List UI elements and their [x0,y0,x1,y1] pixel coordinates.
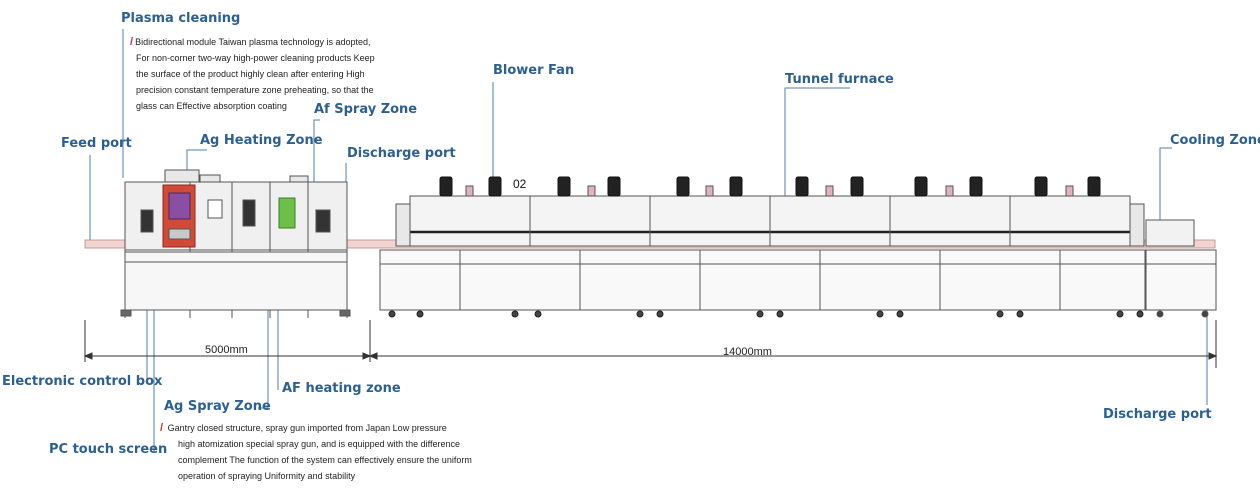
plasma-note-line: glass can Effective absorption coating [136,101,287,111]
blower-fan-label: Blower Fan [493,63,575,78]
spray-note-line: operation of spraying Uniformity and sta… [178,471,356,481]
cooling-zone-unit [1145,219,1217,318]
spray-description: / Gantry closed structure, spray gun imp… [160,420,472,484]
plasma-cleaning-label: Plasma cleaning [121,11,241,26]
coating-module [120,169,351,318]
discharge-port-top-label: Discharge port [347,146,456,161]
dimension-left-label: 5000mm [205,344,248,356]
tunnel-furnace [379,176,1146,318]
plasma-description: /Bidirectional module Taiwan plasma tech… [130,34,375,114]
tunnel-furnace-label: Tunnel furnace [785,72,894,87]
red-slash-icon: / [160,422,164,434]
af-heating-zone-label: AF heating zone [282,381,401,396]
ag-spray-zone-label: Ag Spray Zone [164,399,271,414]
feed-port-label: Feed port [61,136,132,151]
plasma-note-line: precision constant temperature zone preh… [136,85,374,95]
dimension-line [83,320,1218,368]
pc-touch-screen-label: PC touch screen [49,442,168,457]
plasma-note-line: For non-corner two-way high-power cleani… [136,53,375,63]
discharge-port-bottom-label: Discharge port [1103,407,1212,422]
electronic-control-box-label: Electronic control box [2,374,163,389]
af-spray-zone-label: Af Spray Zone [314,102,418,117]
dimension-right-label: 14000mm [723,346,772,358]
plasma-note-line: the surface of the product highly clean … [136,69,365,79]
spray-note-line: / Gantry closed structure, spray gun imp… [160,422,447,434]
spray-note-line: complement The function of the system ca… [178,455,472,465]
cooling-zone-label: Cooling Zone [1170,133,1260,148]
red-slash-icon: / [130,36,134,48]
spray-note-line: high atomization special spray gun, and … [178,439,461,449]
furnace-section-tag: 02 [513,177,527,191]
plasma-note-line: /Bidirectional module Taiwan plasma tech… [130,36,371,48]
ag-heating-zone-label: Ag Heating Zone [200,133,323,148]
